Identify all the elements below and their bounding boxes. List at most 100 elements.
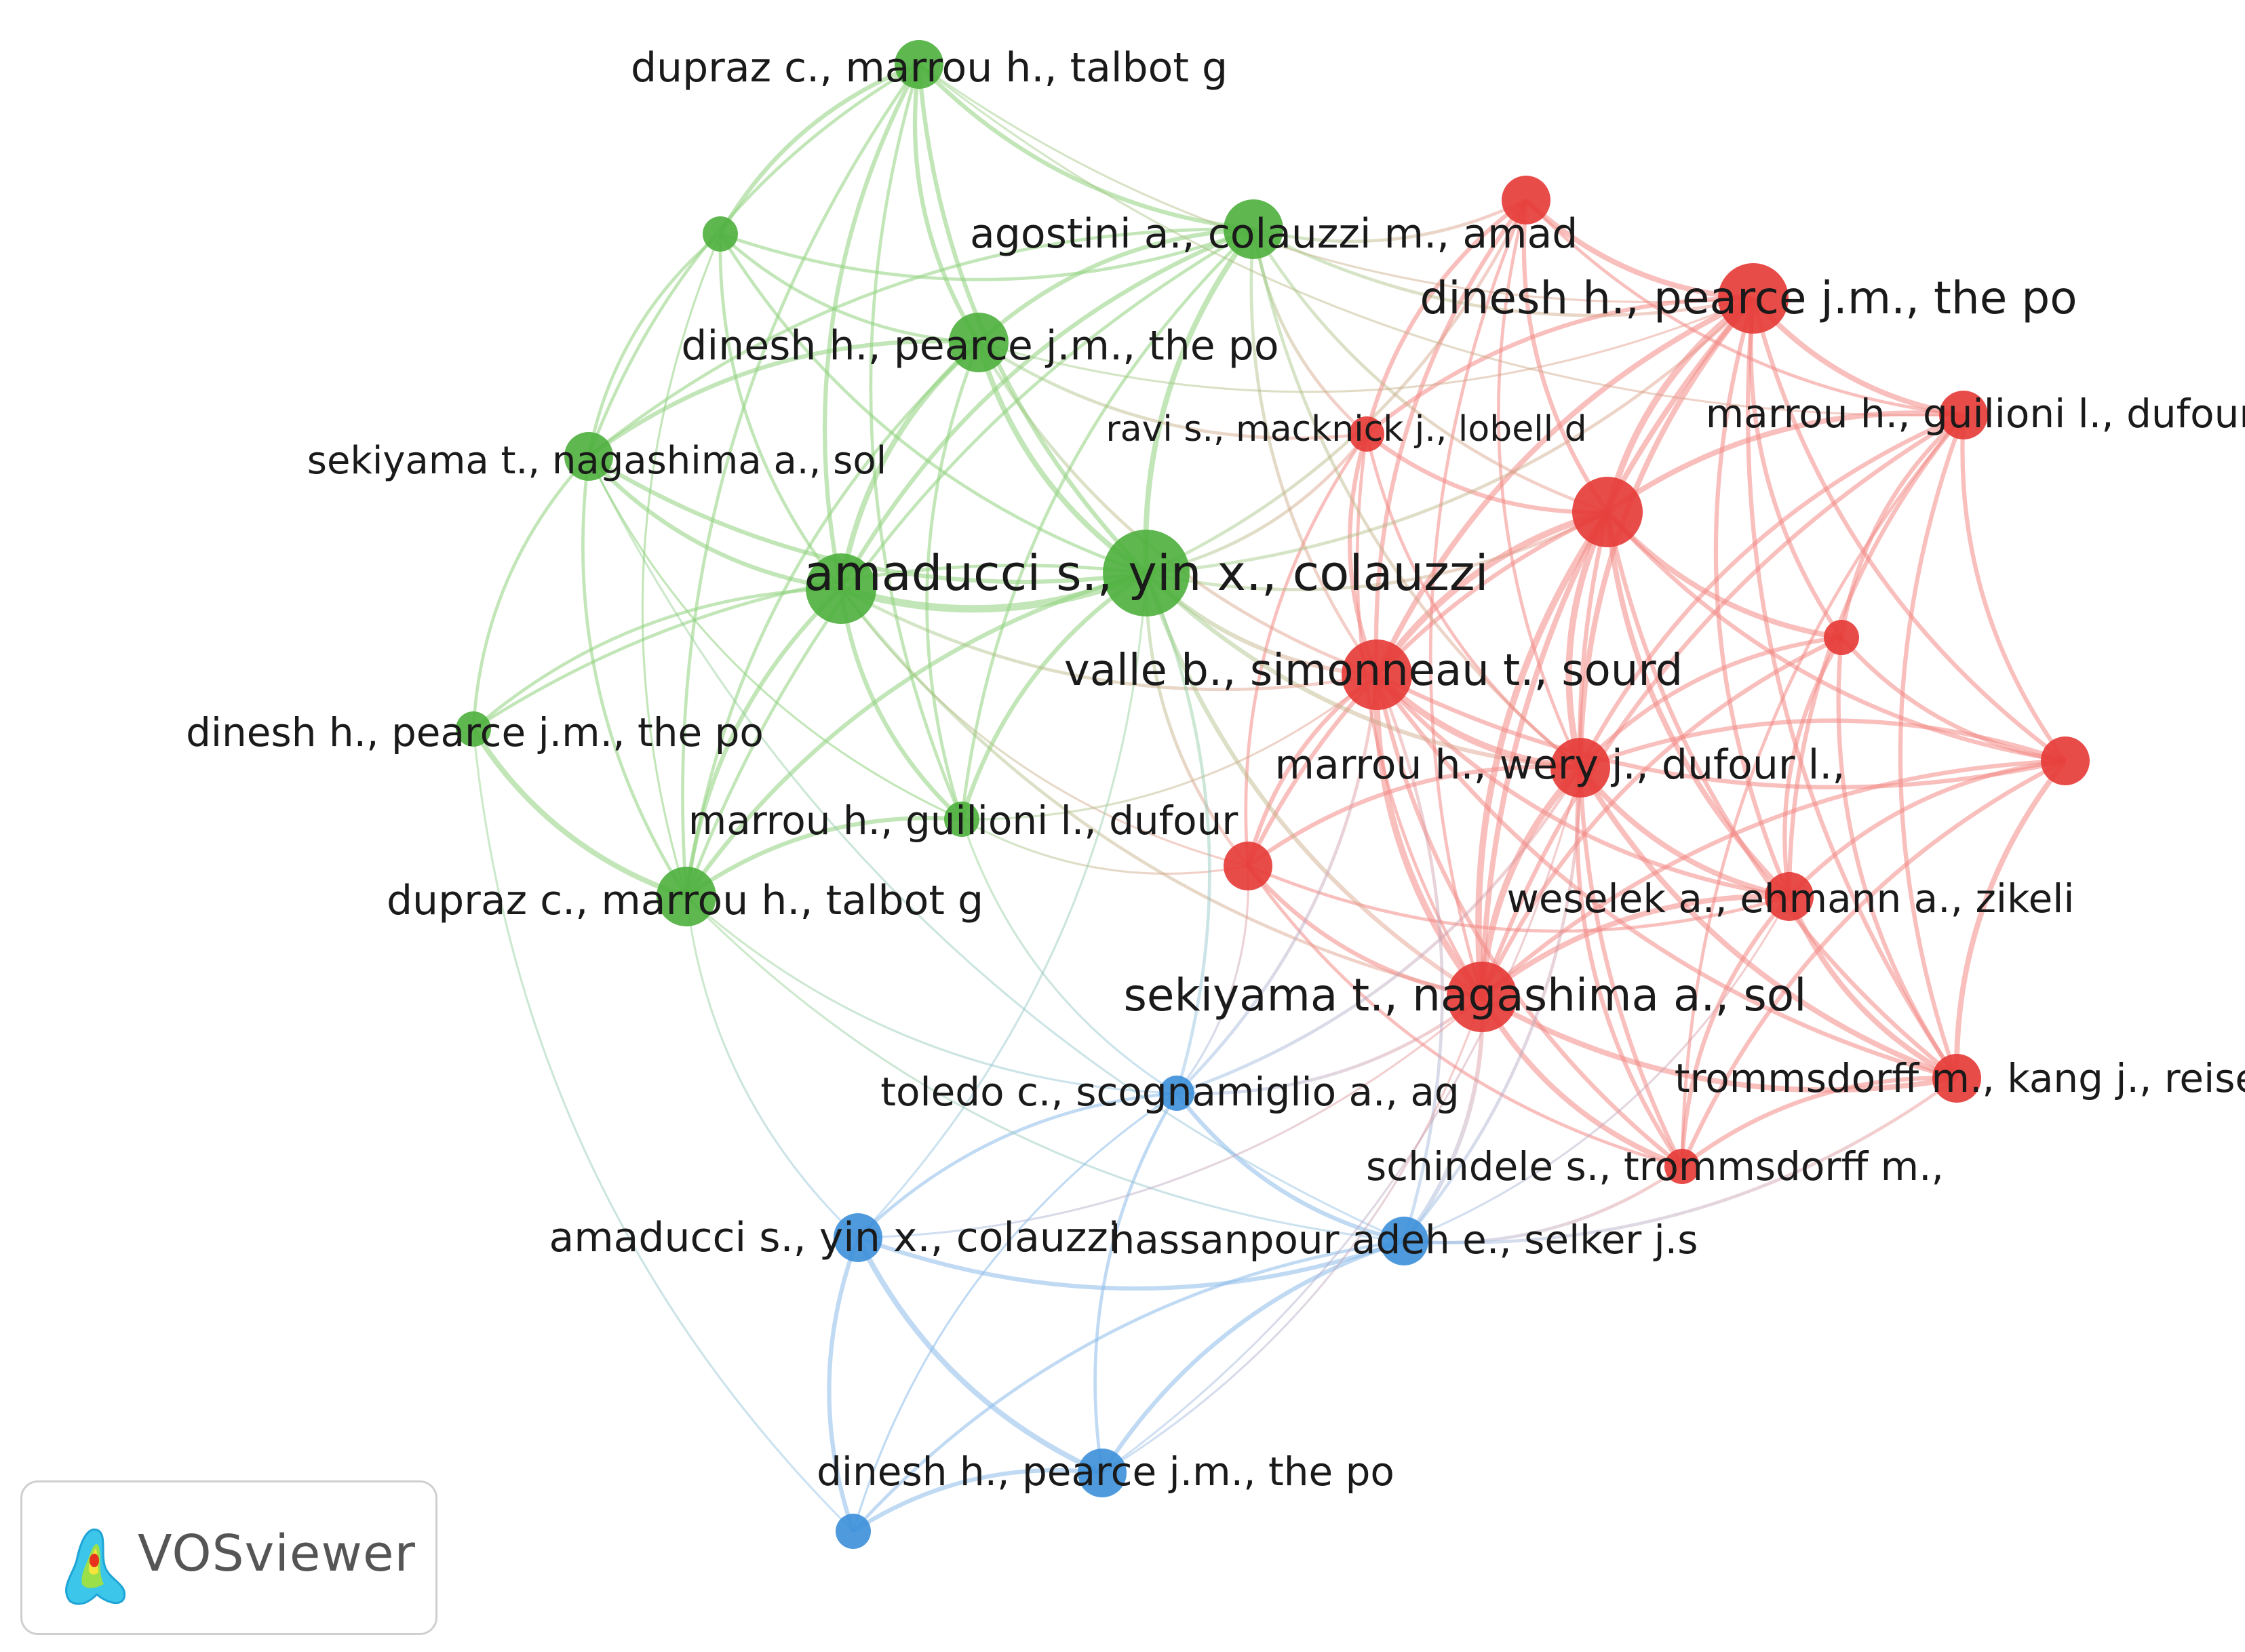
edge-r11-r14 (1679, 894, 1791, 1167)
node-r1[interactable] (1502, 176, 1550, 224)
node-b4[interactable] (1078, 1449, 1127, 1497)
node-g5[interactable] (564, 432, 613, 481)
edge-r6-r9 (1578, 635, 1842, 770)
edge-g2-g10 (641, 233, 722, 897)
node-label-g4: dinesh h., pearce j.m., the po (681, 322, 1278, 370)
edge-r8-r9 (1579, 718, 2067, 770)
node-g10[interactable] (657, 867, 716, 926)
edge-r2-r7 (1374, 296, 1755, 676)
edge-r2-r5 (1604, 296, 1755, 513)
edge-g3-g5 (587, 227, 1254, 458)
node-label-r9: marrou h., wery j., dufour l., (1275, 741, 1846, 789)
edge-r5-r14 (1578, 511, 1684, 1168)
edge-b1-r9 (1176, 766, 1582, 1095)
node-r7[interactable] (1342, 640, 1412, 710)
node-b3[interactable] (1380, 1217, 1428, 1265)
node-label-r4: marrou h., guilioni l., dufour (1706, 391, 2245, 437)
edge-g4-r2 (978, 297, 1754, 393)
node-r13[interactable] (1932, 1054, 1981, 1103)
edge-g7-r9 (1144, 571, 1581, 770)
edge-r8-r14 (1680, 759, 2067, 1168)
edge-b2-b3 (857, 1236, 1405, 1291)
edge-b4-b5 (852, 1468, 1103, 1533)
edge-g1-g4 (912, 64, 981, 344)
node-r8[interactable] (2041, 736, 2090, 785)
node-label-r7: valle b., simonneau t., sourd (1064, 646, 1683, 696)
edge-b1-b5 (852, 1092, 1177, 1532)
edge-r5-r13 (1605, 511, 1958, 1080)
node-r5[interactable] (1572, 477, 1643, 547)
vosviewer-logo-icon (65, 1528, 126, 1605)
node-g2[interactable] (703, 216, 738, 252)
node-r9[interactable] (1550, 738, 1610, 798)
edge-g1-g10 (681, 63, 920, 897)
node-g9[interactable] (944, 802, 979, 837)
edge-b1-b4 (1093, 1092, 1179, 1474)
edge-g7-g10 (684, 570, 1147, 898)
edge-r1-r12 (1428, 199, 1528, 998)
edge-r1-r3 (1364, 198, 1527, 435)
edge-g3-r7 (1249, 229, 1378, 676)
edge-g9-b1 (960, 819, 1177, 1095)
edge-g2-g7 (719, 233, 1147, 575)
edge-r9-r14 (1575, 767, 1684, 1168)
node-r12[interactable] (1447, 962, 1517, 1032)
edge-b1-b3 (1175, 1092, 1405, 1244)
node-r6[interactable] (1824, 620, 1859, 655)
node-b1[interactable] (1159, 1076, 1194, 1111)
edge-g3-r5 (1251, 228, 1608, 514)
edge-r7-r8 (1375, 673, 2066, 790)
node-g8[interactable] (456, 711, 491, 747)
node-label-g8: dinesh h., pearce j.m., the po (186, 709, 764, 755)
node-label-g5: sekiyama t., nagashima a., sol (307, 439, 886, 483)
edge-g9-r7 (961, 673, 1378, 821)
edge-r11-r12 (1480, 893, 1790, 1000)
edge-g2-g3 (720, 227, 1254, 281)
node-b5[interactable] (836, 1514, 871, 1549)
node-label-g3: agostini a., colauzzi m., amad (970, 210, 1578, 258)
edge-r11-r13 (1787, 895, 1958, 1081)
edge-g3-r2 (1252, 227, 1754, 317)
node-label-r2: dinesh h., pearce j.m., the po (1420, 272, 2077, 324)
edge-g8-b5 (472, 728, 855, 1533)
edge-b3-r11 (1403, 896, 1791, 1242)
node-g3[interactable] (1224, 199, 1283, 259)
node-g6[interactable] (806, 553, 876, 624)
edge-g5-g8 (471, 455, 590, 730)
edge-r4-r9 (1578, 413, 1965, 769)
edge-b1-r10 (1175, 865, 1250, 1094)
edge-g6-r10 (840, 588, 1249, 867)
node-g1[interactable] (895, 40, 943, 89)
edge-r10-r14 (1247, 865, 1683, 1168)
node-r3[interactable] (1349, 416, 1384, 452)
edge-g3-g9 (960, 228, 1255, 820)
node-label-b3: hassanpour adeh e., selker j.s (1110, 1217, 1698, 1263)
node-label-b1: toledo c., scognamiglio a., ag (880, 1069, 1459, 1115)
edge-g2-g5 (587, 233, 722, 457)
node-b2[interactable] (834, 1213, 882, 1262)
edge-r6-r8 (1839, 635, 2066, 764)
node-r10[interactable] (1224, 842, 1272, 890)
edge-b1-r12 (1176, 996, 1483, 1095)
edge-r5-r8 (1605, 510, 2066, 764)
edge-b3-r7 (1375, 674, 1444, 1242)
edge-b2-b5 (827, 1236, 860, 1533)
node-r14[interactable] (1664, 1149, 1700, 1184)
node-g4[interactable] (949, 313, 1009, 372)
node-r2[interactable] (1718, 263, 1789, 334)
edge-g4-r3 (977, 341, 1367, 440)
node-r11[interactable] (1765, 872, 1814, 921)
edge-g7-r10 (1144, 572, 1249, 867)
node-r4[interactable] (1939, 391, 1988, 439)
edge-g9-r10 (961, 818, 1249, 875)
node-label-g10: dupraz c., marrou h., talbot g (387, 877, 983, 924)
edge-g8-g10 (471, 727, 688, 899)
edge-r3-r5 (1365, 432, 1608, 515)
edge-g1-g6 (822, 63, 921, 589)
edge-g1-g7 (916, 64, 1148, 575)
edge-g4-g9 (925, 342, 981, 820)
edge-r2-r13 (1746, 298, 1959, 1080)
node-g7[interactable] (1103, 530, 1190, 616)
edge-b3-b4 (1100, 1239, 1405, 1474)
edge-g6-g7 (840, 569, 1148, 613)
